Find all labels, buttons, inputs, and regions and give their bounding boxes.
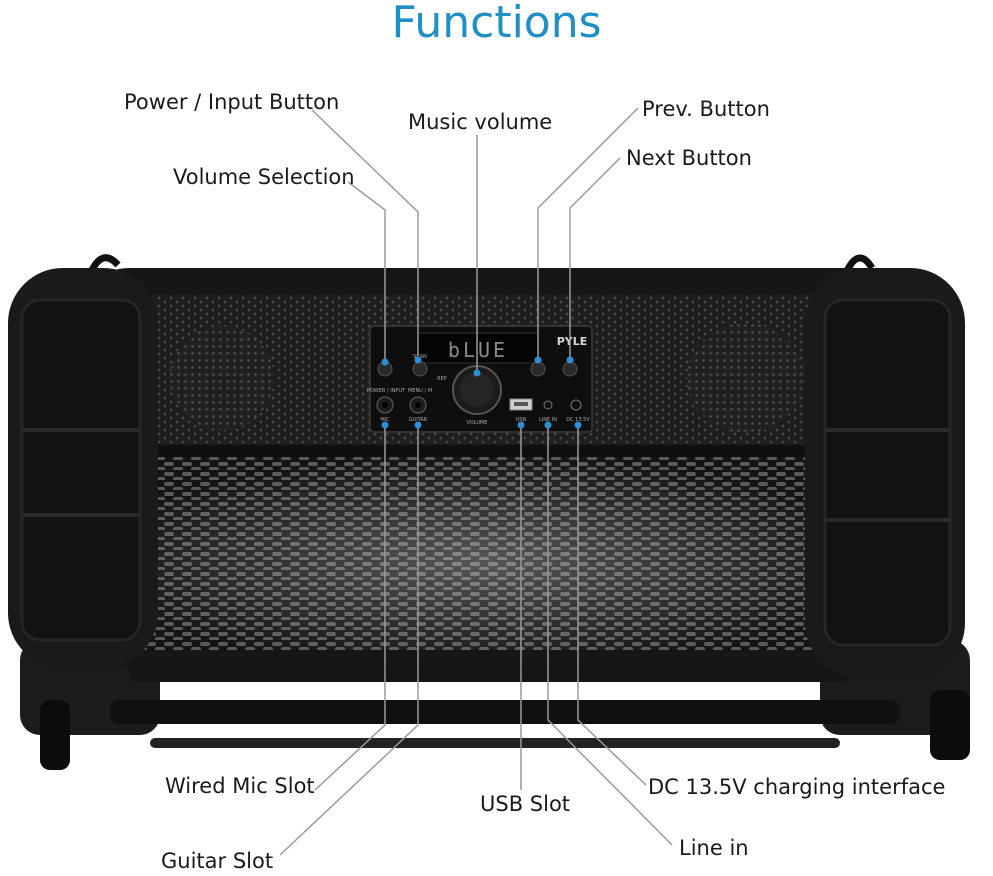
callout-lines <box>279 107 673 856</box>
leader-line-in <box>547 425 673 846</box>
led-display-text: bLUE <box>448 338 508 362</box>
dot-prev <box>534 356 542 364</box>
leader-power-input <box>311 109 419 356</box>
control-panel: bLUE PYLE POWER / INPUT SCAN MENU / M RE… <box>367 325 593 433</box>
callout-power-input-button: Power / Input Button <box>124 90 340 114</box>
callout-next-button: Next Button <box>626 146 752 170</box>
panel-label-volume: VOLUME <box>467 420 488 426</box>
callout-volume-selection: Volume Selection <box>173 165 355 189</box>
leader-prev <box>537 107 639 358</box>
panel-label-mic: MIC <box>380 417 390 423</box>
leader-next <box>569 157 621 358</box>
dot-usb <box>517 421 525 429</box>
leader-volume-selection <box>347 181 386 360</box>
callout-wired-mic-slot: Wired Mic Slot <box>165 774 315 798</box>
panel-label-usb: USB <box>516 417 527 423</box>
leader-dc <box>577 425 647 786</box>
dot-line-in <box>544 421 552 429</box>
callout-music-volume: Music volume <box>408 110 553 134</box>
callout-dc-charging: DC 13.5V charging interface <box>648 775 946 799</box>
callout-dots <box>381 356 582 429</box>
leader-mic <box>314 425 386 791</box>
scan-button[interactable] <box>412 361 428 377</box>
panel-label-scan: SCAN <box>413 354 427 360</box>
right-end-cap <box>805 268 965 678</box>
dot-dc <box>574 421 582 429</box>
dot-next <box>566 356 574 364</box>
panel-label-guitar: GUITAR <box>409 417 428 423</box>
left-tweeter-grille <box>170 326 274 430</box>
leader-guitar <box>279 425 419 856</box>
panel-label-line-in: LINE IN <box>539 417 557 423</box>
right-tweeter-grille <box>687 323 803 433</box>
dot-volume-selection <box>381 358 389 366</box>
panel-label-power: POWER / INPUT <box>367 388 406 394</box>
dot-mic <box>381 421 389 429</box>
line-in-jack[interactable] <box>543 400 553 410</box>
left-end-cap <box>8 268 158 668</box>
callout-line-in: Line in <box>679 836 749 860</box>
diagram-title: Functions <box>391 0 602 48</box>
dot-music-volume <box>473 369 481 377</box>
next-button[interactable] <box>562 361 578 377</box>
dot-guitar <box>414 421 422 429</box>
callout-guitar-slot: Guitar Slot <box>161 849 274 873</box>
panel-label-dc: DC 13.5V <box>566 417 590 423</box>
panel-label-menu: MENU / M <box>408 388 432 394</box>
callout-usb-slot: USB Slot <box>480 792 571 816</box>
prev-button[interactable] <box>530 361 546 377</box>
dc-jack[interactable] <box>570 399 582 411</box>
callout-prev-button: Prev. Button <box>642 97 770 121</box>
panel-label-rep: REP <box>437 376 447 382</box>
dot-power <box>414 356 422 364</box>
brand-logo: PYLE <box>557 335 588 348</box>
